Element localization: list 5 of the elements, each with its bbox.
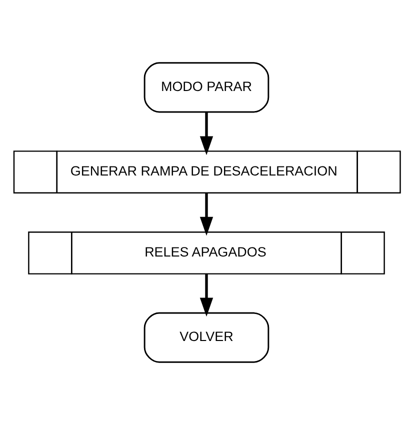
node-box: MODO PARAR — [144, 62, 270, 112]
arrow — [200, 192, 214, 236]
arrow — [200, 274, 214, 316]
arrow — [200, 111, 214, 155]
node-box: VOLVER — [144, 312, 270, 362]
